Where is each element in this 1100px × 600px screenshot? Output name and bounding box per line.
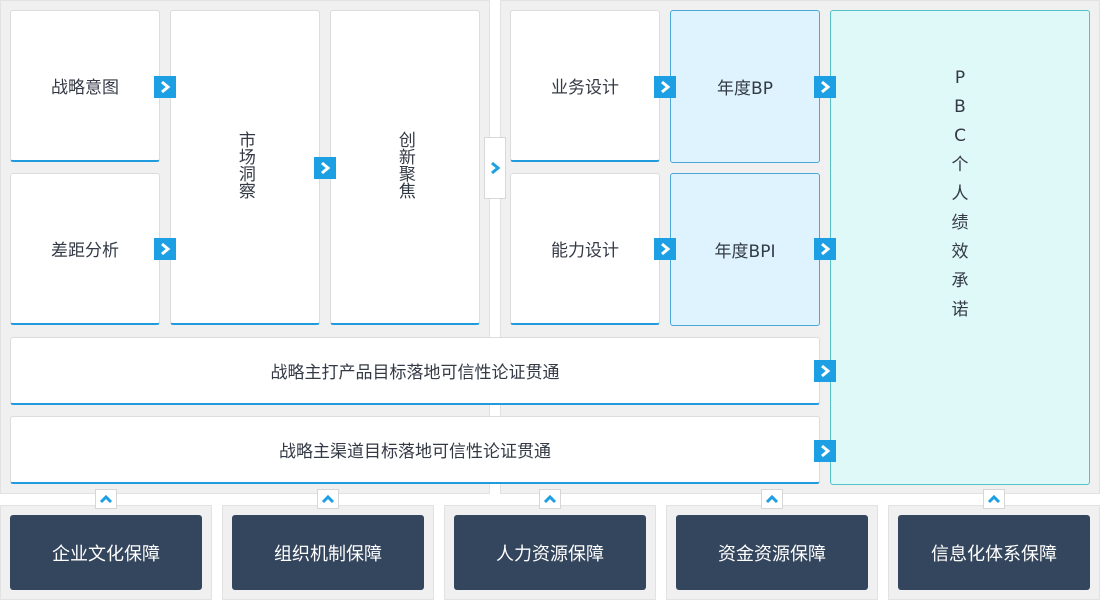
card-market-insight-label: 市场洞察 (234, 131, 255, 199)
card-innovation-focus-label: 创新聚焦 (394, 131, 415, 199)
card-annual-bpi: 年度BPI (670, 173, 820, 326)
pbc-char: 效 (951, 242, 969, 262)
card-capability-design-label: 能力设计 (551, 241, 619, 261)
pbc-char: B (954, 97, 966, 117)
card-pbc-commitment: P B C 个 人 绩 效 承 诺 (830, 10, 1090, 485)
bar-channel-target: 战略主渠道目标落地可信性论证贯通 (10, 416, 820, 484)
chevron-right-icon (154, 76, 176, 98)
chevron-right-icon (154, 238, 176, 260)
chevron-right-icon (489, 161, 501, 175)
card-annual-bp-label: 年度BP (717, 79, 773, 99)
foundation-capital-resources: 资金资源保障 (676, 515, 868, 590)
foundation-human-resources: 人力资源保障 (454, 515, 646, 590)
chevron-up-icon (761, 489, 783, 509)
chevron-up-icon (539, 489, 561, 509)
panel-connector (484, 137, 506, 199)
card-business-design: 业务设计 (510, 10, 660, 162)
card-gap-analysis-label: 差距分析 (51, 241, 119, 261)
foundation-label: 组织机制保障 (274, 543, 382, 565)
card-annual-bpi-label: 年度BPI (714, 242, 776, 262)
card-gap-analysis: 差距分析 (10, 173, 160, 325)
chevron-right-icon (654, 76, 676, 98)
foundation-organization-mechanism: 组织机制保障 (232, 515, 424, 590)
card-business-design-label: 业务设计 (551, 78, 619, 98)
pbc-char: 个 (951, 155, 969, 175)
chevron-up-icon (983, 489, 1005, 509)
pbc-char: 绩 (951, 213, 969, 233)
foundation-label: 信息化体系保障 (931, 543, 1057, 565)
card-capability-design: 能力设计 (510, 173, 660, 325)
pbc-char: 人 (951, 184, 969, 204)
foundation-label: 资金资源保障 (718, 543, 826, 565)
chevron-right-icon (814, 360, 836, 382)
chevron-right-icon (314, 157, 336, 179)
chevron-right-icon (814, 76, 836, 98)
pbc-char: C (954, 126, 966, 146)
foundation-corporate-culture: 企业文化保障 (10, 515, 202, 590)
pbc-char: P (954, 68, 966, 88)
foundation-information-system: 信息化体系保障 (898, 515, 1090, 590)
card-strategy-intent-label: 战略意图 (51, 78, 119, 98)
card-innovation-focus: 创新聚焦 (330, 10, 480, 325)
chevron-right-icon (814, 238, 836, 260)
chevron-up-icon (95, 489, 117, 509)
pbc-char: 承 (951, 271, 969, 291)
chevron-right-icon (654, 238, 676, 260)
foundation-label: 人力资源保障 (496, 543, 604, 565)
card-market-insight: 市场洞察 (170, 10, 320, 325)
foundation-label: 企业文化保障 (52, 543, 160, 565)
pbc-char: 诺 (951, 300, 969, 320)
card-annual-bp: 年度BP (670, 10, 820, 163)
bar-product-target: 战略主打产品目标落地可信性论证贯通 (10, 337, 820, 405)
chevron-right-icon (814, 440, 836, 462)
bar-channel-target-label: 战略主渠道目标落地可信性论证贯通 (279, 442, 551, 462)
card-strategy-intent: 战略意图 (10, 10, 160, 162)
bar-product-target-label: 战略主打产品目标落地可信性论证贯通 (270, 363, 560, 383)
chevron-up-icon (317, 489, 339, 509)
